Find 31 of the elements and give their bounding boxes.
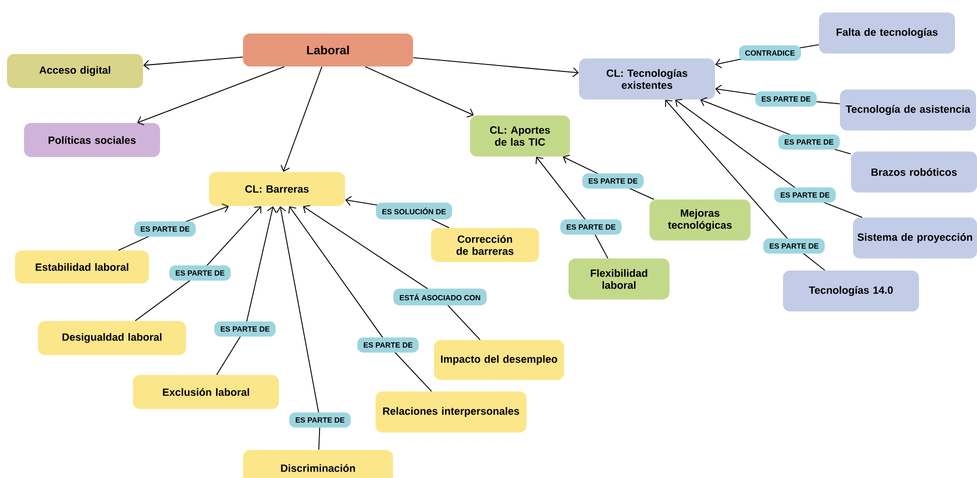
concept-box: Políticas sociales bbox=[24, 123, 160, 157]
arrow bbox=[288, 206, 432, 392]
concept-box: CL: Barreras bbox=[209, 172, 345, 206]
concept-box: CL: Tecnologías existentes bbox=[579, 58, 715, 100]
arrow bbox=[134, 206, 262, 322]
arrow bbox=[143, 56, 244, 70]
concept-box: Brazos robóticos bbox=[851, 152, 977, 192]
concept-box: Flexibilidad laboral bbox=[568, 258, 670, 300]
arrow bbox=[280, 66, 322, 172]
concept-box: Mejoras tecnológicas bbox=[650, 200, 750, 240]
arrow bbox=[276, 206, 320, 450]
concept-box: Discriminación bbox=[243, 450, 393, 478]
concept-box: CL: Aportes de las TIC bbox=[470, 116, 570, 156]
concept-box: Corrección de barreras bbox=[431, 228, 539, 262]
concept-box: Tecnología de asistencia bbox=[840, 90, 976, 130]
concept-box: Impacto del desempleo bbox=[434, 340, 564, 380]
concept-box: Estabilidad laboral bbox=[15, 250, 149, 284]
concept-box: Exclusión laboral bbox=[133, 375, 279, 409]
arrow bbox=[364, 66, 474, 118]
concept-box: Desigualdad laboral bbox=[38, 321, 186, 355]
concept-box: Tecnologías 14.0 bbox=[783, 270, 919, 312]
concept-box: Laboral bbox=[243, 34, 413, 66]
concept-box: Falta de tecnologías bbox=[819, 12, 955, 54]
arrow bbox=[412, 57, 579, 78]
concept-box: Relaciones interpersonales bbox=[376, 392, 526, 432]
arrow bbox=[665, 100, 826, 271]
concept-box: Sistema de proyección bbox=[853, 218, 977, 258]
concept-box: Acceso digital bbox=[7, 54, 143, 88]
arrow bbox=[216, 206, 277, 376]
arrow bbox=[302, 205, 481, 340]
arrow bbox=[137, 66, 285, 126]
